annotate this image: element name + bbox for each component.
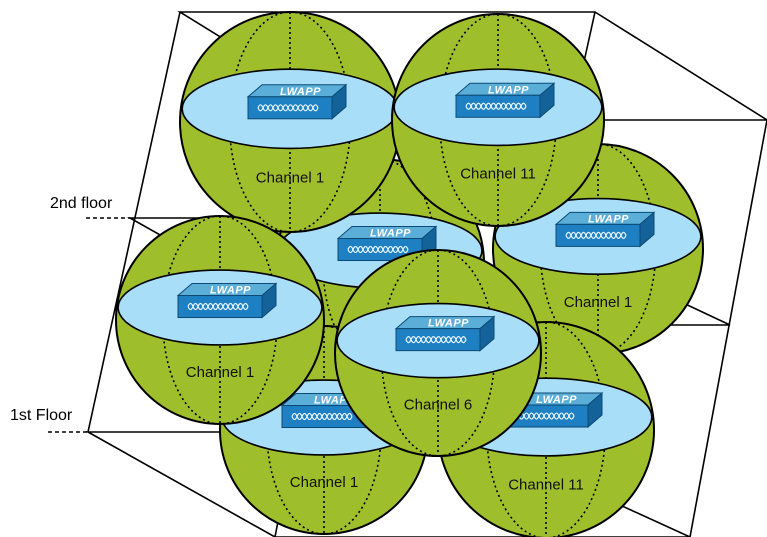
ap-brand-label: LWAPP — [280, 86, 321, 98]
ap-brand-label: LWAPP — [210, 285, 251, 297]
channel-label: Channel 6 — [404, 397, 472, 414]
coverage-cell-c1: LWAPP Channel 1 — [179, 11, 401, 233]
svg-text:1st Floor: 1st Floor — [10, 407, 73, 424]
coverage-cells: LWAPP Channel 6 LWAPP Channel 1 LWAPP Channel… — [115, 11, 704, 537]
lwapp-access-point-icon: LWAPP — [394, 315, 496, 352]
ap-brand-label: LWAPP — [488, 84, 529, 96]
channel-label: Channel 1 — [186, 364, 254, 381]
ap-brand-label: LWAPP — [370, 228, 411, 240]
lwapp-access-point-icon: LWAPP — [454, 82, 556, 119]
ap-brand-label: LWAPP — [588, 213, 629, 225]
right-edge — [689, 119, 767, 537]
channel-label: Channel 11 — [460, 165, 536, 182]
channel-label: Channel 11 — [508, 476, 584, 493]
channel-label: Channel 1 — [256, 170, 324, 187]
lwapp-access-point-icon: LWAPP — [246, 83, 348, 120]
svg-text:2nd floor: 2nd floor — [50, 195, 113, 212]
channel-label: Channel 1 — [564, 294, 632, 311]
lwapp-access-point-icon: LWAPP — [176, 282, 278, 319]
coverage-cell-c6: LWAPP Channel 6 — [334, 249, 542, 457]
ap-brand-label: LWAPP — [428, 318, 469, 330]
left-edge — [87, 11, 181, 433]
floor-label-first: 1st Floor — [10, 407, 88, 433]
ap-brand-label: LWAPP — [536, 394, 577, 406]
coverage-cell-c5: LWAPP Channel 1 — [115, 215, 325, 425]
coverage-cell-c2: LWAPP Channel 11 — [391, 13, 605, 227]
channel-label: Channel 1 — [290, 474, 358, 491]
floor-label-second: 2nd floor — [50, 195, 130, 219]
lwapp-access-point-icon: LWAPP — [554, 211, 656, 248]
